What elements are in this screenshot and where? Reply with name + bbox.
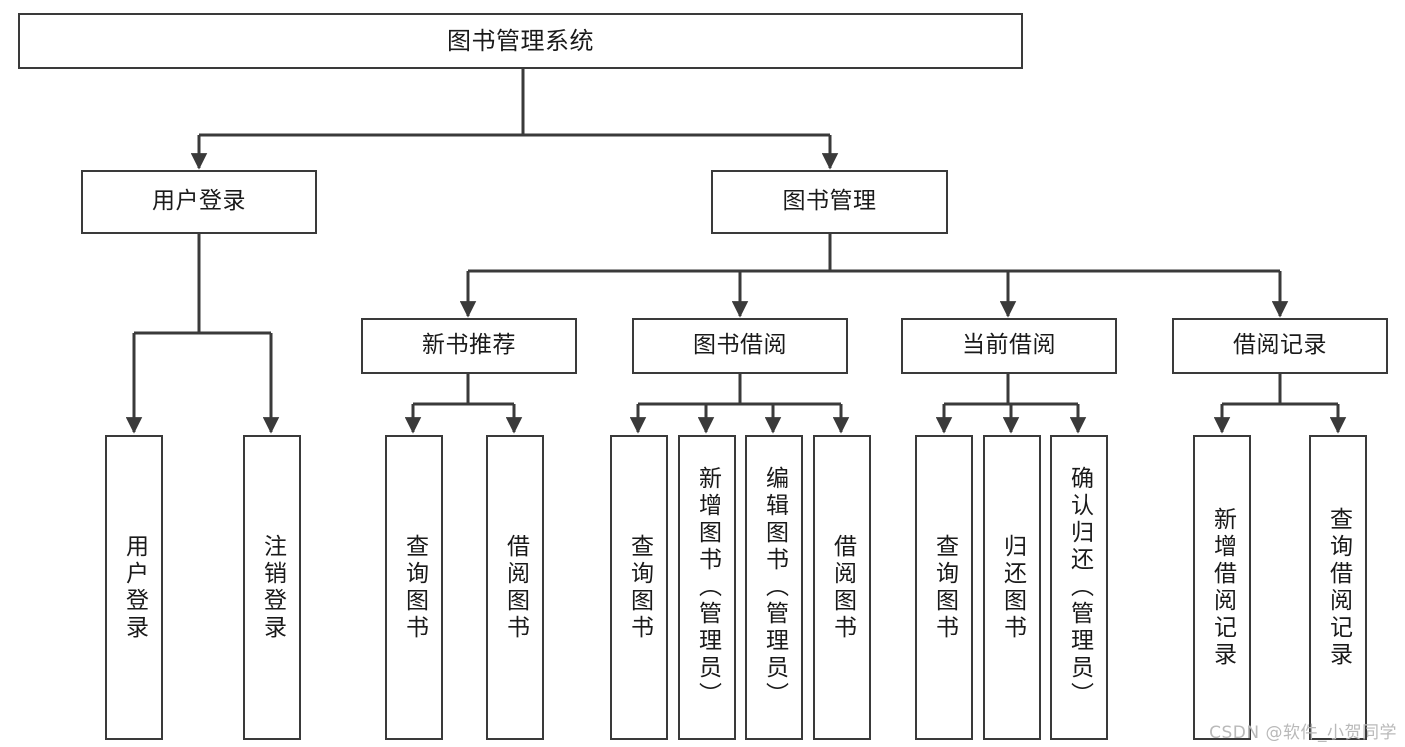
leaf-borrow-record-query-record[interactable]: 查询借阅记录	[1309, 435, 1367, 740]
node-label: 图书借阅	[693, 332, 787, 359]
node-label: 借阅图书	[502, 533, 529, 642]
leaf-current-borrow-query-book[interactable]: 查询图书	[915, 435, 973, 740]
node-label: 借阅记录	[1233, 332, 1327, 359]
node-root-book-management-system[interactable]: 图书管理系统	[18, 13, 1023, 69]
node-label: 图书管理系统	[447, 26, 594, 55]
node-label: 新书推荐	[422, 332, 516, 359]
node-label: 新增借阅记录	[1209, 506, 1236, 669]
node-label: 查询借阅记录	[1325, 506, 1352, 669]
node-label: 归还图书	[999, 533, 1026, 642]
leaf-book-borrow-edit-book-admin[interactable]: 编辑图书（管理员）	[745, 435, 803, 740]
node-new-book-recommendation[interactable]: 新书推荐	[361, 318, 577, 374]
leaf-book-borrow-add-book-admin[interactable]: 新增图书（管理员）	[678, 435, 736, 740]
node-label: 查询图书	[626, 533, 653, 642]
leaf-current-borrow-confirm-return-admin[interactable]: 确认归还（管理员）	[1050, 435, 1108, 740]
node-current-borrowing[interactable]: 当前借阅	[901, 318, 1117, 374]
leaf-user-login-login[interactable]: 用户登录	[105, 435, 163, 740]
node-book-management[interactable]: 图书管理	[711, 170, 948, 234]
leaf-current-borrow-return-book[interactable]: 归还图书	[983, 435, 1041, 740]
node-label: 新增图书（管理员）	[694, 466, 721, 709]
node-label: 确认归还（管理员）	[1066, 466, 1093, 709]
node-book-borrowing[interactable]: 图书借阅	[632, 318, 848, 374]
node-label: 当前借阅	[962, 332, 1056, 359]
node-user-login[interactable]: 用户登录	[81, 170, 317, 234]
leaf-book-borrow-query-book[interactable]: 查询图书	[610, 435, 668, 740]
leaf-user-login-logout[interactable]: 注销登录	[243, 435, 301, 740]
node-label: 注销登录	[259, 533, 286, 642]
node-label: 查询图书	[931, 533, 958, 642]
node-label: 用户登录	[152, 188, 246, 215]
leaf-borrow-record-add-record[interactable]: 新增借阅记录	[1193, 435, 1251, 740]
node-label: 用户登录	[121, 533, 148, 642]
node-label: 编辑图书（管理员）	[761, 466, 788, 709]
node-label: 借阅图书	[829, 533, 856, 642]
leaf-new-book-query-book[interactable]: 查询图书	[385, 435, 443, 740]
leaf-book-borrow-borrow-book[interactable]: 借阅图书	[813, 435, 871, 740]
node-label: 查询图书	[401, 533, 428, 642]
leaf-new-book-borrow-book[interactable]: 借阅图书	[486, 435, 544, 740]
node-label: 图书管理	[782, 188, 877, 215]
node-borrowing-record[interactable]: 借阅记录	[1172, 318, 1388, 374]
